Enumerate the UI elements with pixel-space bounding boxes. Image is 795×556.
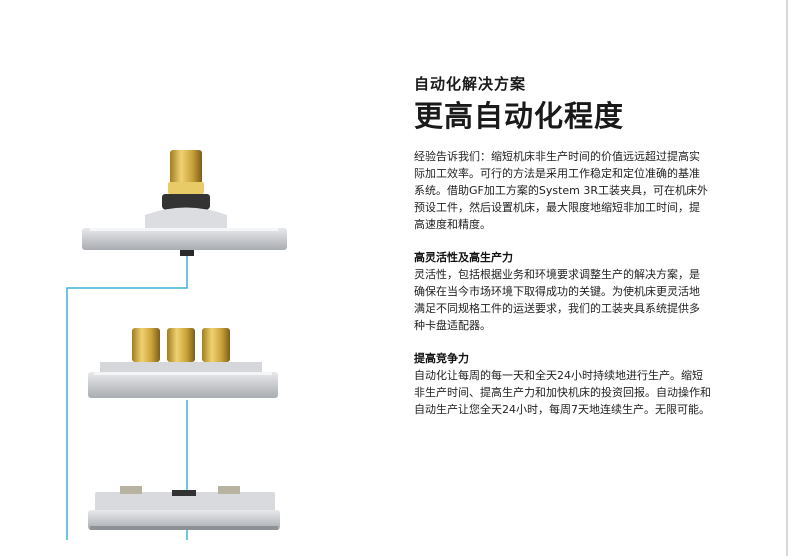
intro-line: 系统。借助GF加工方案的System 3R工装夹具，可在机床外	[414, 184, 709, 197]
competitiveness-section: 提高竞争力 自动化让每周的每一天和全天24小时持续地进行生产。缩短 非生产时间、…	[414, 350, 744, 418]
flexibility-section: 高灵活性及高生产力 灵活性，包括根据业务和环境要求调整生产的解决方案，是 确保在…	[414, 249, 744, 334]
section-eyebrow: 自动化解决方案	[414, 75, 527, 93]
page-headline: 更高自动化程度	[414, 99, 625, 133]
triple-chuck-fixture	[88, 328, 278, 398]
section-title: 高灵活性及高生产力	[414, 251, 513, 264]
section-line: 自动生产让您全天24小时，每周7天地连续生产。无限可能。	[414, 403, 710, 416]
fixture-illustration	[66, 150, 287, 540]
intro-line: 预设工件，然后设置机床，最大限度地缩短非加工时间，提	[414, 201, 700, 214]
single-chuck-fixture	[82, 150, 287, 256]
section-line: 确保在当今市场环境下取得成功的关键。为使机床更灵活地	[414, 285, 700, 298]
intro-paragraph: 经验告诉我们：缩短机床非生产时间的价值远远超过提高实 际加工效率。可行的方法是采…	[414, 148, 744, 233]
page-edge-line	[786, 0, 788, 556]
section-line: 非生产时间、提高生产力和加快机床的投资回报。自动操作和	[414, 386, 711, 399]
text-column: 自动化解决方案 更高自动化程度 经验告诉我们：缩短机床非生产时间的价值远远超过提…	[414, 74, 744, 434]
section-line: 种卡盘适配器。	[414, 319, 491, 332]
section-line: 满足不同规格工件的运送要求，我们的工装夹具系统提供多	[414, 302, 700, 315]
intro-line: 际加工效率。可行的方法是采用工作稳定和定位准确的基准	[414, 167, 700, 180]
section-line: 灵活性，包括根据业务和环境要求调整生产的解决方案，是	[414, 268, 700, 281]
pallet-fixture	[88, 486, 280, 530]
section-line: 自动化让每周的每一天和全天24小时持续地进行生产。缩短	[414, 369, 703, 382]
intro-line: 经验告诉我们：缩短机床非生产时间的价值远远超过提高实	[414, 150, 700, 163]
intro-line: 高速度和精度。	[414, 218, 491, 231]
section-title: 提高竞争力	[414, 352, 469, 365]
